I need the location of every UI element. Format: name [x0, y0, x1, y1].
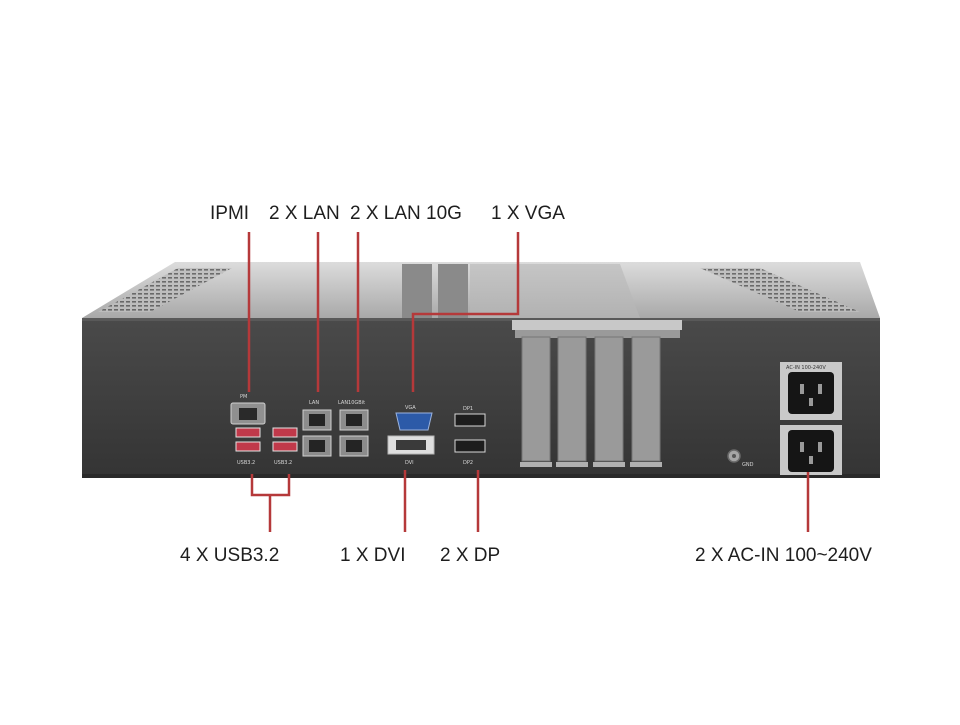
chassis-body: [82, 318, 880, 478]
panel-label-lan10g: LAN10GBit: [338, 400, 365, 406]
top-stripe: [402, 264, 432, 318]
vent-right: [700, 268, 860, 312]
vga-port: [395, 412, 433, 431]
panel-label-usb-right: USB3.2: [274, 460, 292, 466]
pci-slot: [557, 336, 587, 462]
callout-dp: 2 X DP: [440, 545, 501, 566]
dp-port: [454, 413, 486, 427]
callout-vga: 1 X VGA: [491, 203, 565, 224]
leader-lines: [247, 232, 810, 532]
callout-lan: 2 X LAN: [269, 203, 340, 224]
usb-port: [272, 441, 298, 452]
top-stripe: [438, 264, 468, 318]
pci-slot: [521, 336, 551, 462]
lan-ports: [302, 409, 332, 457]
callout-usb: 4 X USB3.2: [180, 545, 280, 566]
usb-port: [235, 427, 261, 438]
lan10g-ports: [339, 409, 369, 457]
panel-label-dp1: DP1: [463, 406, 473, 412]
vent-left: [98, 268, 232, 312]
callout-dvi: 1 X DVI: [340, 545, 406, 566]
callout-acin: 2 X AC-IN 100~240V: [695, 545, 872, 566]
pci-slots: [520, 336, 662, 467]
panel-label-pm: PM: [240, 394, 247, 400]
panel-label-acin: AC-IN 100-240V: [786, 365, 826, 371]
panel-label-usb-left: USB3.2: [237, 460, 255, 466]
ac-socket: [788, 372, 834, 414]
pci-bracket-bar: [512, 320, 682, 330]
panel-label-lan: LAN: [309, 400, 319, 406]
panel-label-dp2: DP2: [463, 460, 473, 466]
usb-ports: [235, 427, 298, 452]
dp-port: [454, 439, 486, 453]
usb-port: [272, 427, 298, 438]
pci-slot: [631, 336, 661, 462]
leader-line-vga: [411, 232, 520, 392]
ac-in-sockets: [780, 362, 842, 475]
panel-label-gnd: GND: [742, 462, 754, 468]
ac-socket: [788, 430, 834, 472]
callout-ipmi: IPMI: [210, 203, 250, 224]
pci-slot: [594, 336, 624, 462]
usb-port: [235, 441, 261, 452]
panel-label-vga: VGA: [405, 405, 416, 411]
callout-lan10g: 2 X LAN 10G: [350, 203, 462, 224]
panel-label-dvi: DVI: [405, 460, 414, 466]
